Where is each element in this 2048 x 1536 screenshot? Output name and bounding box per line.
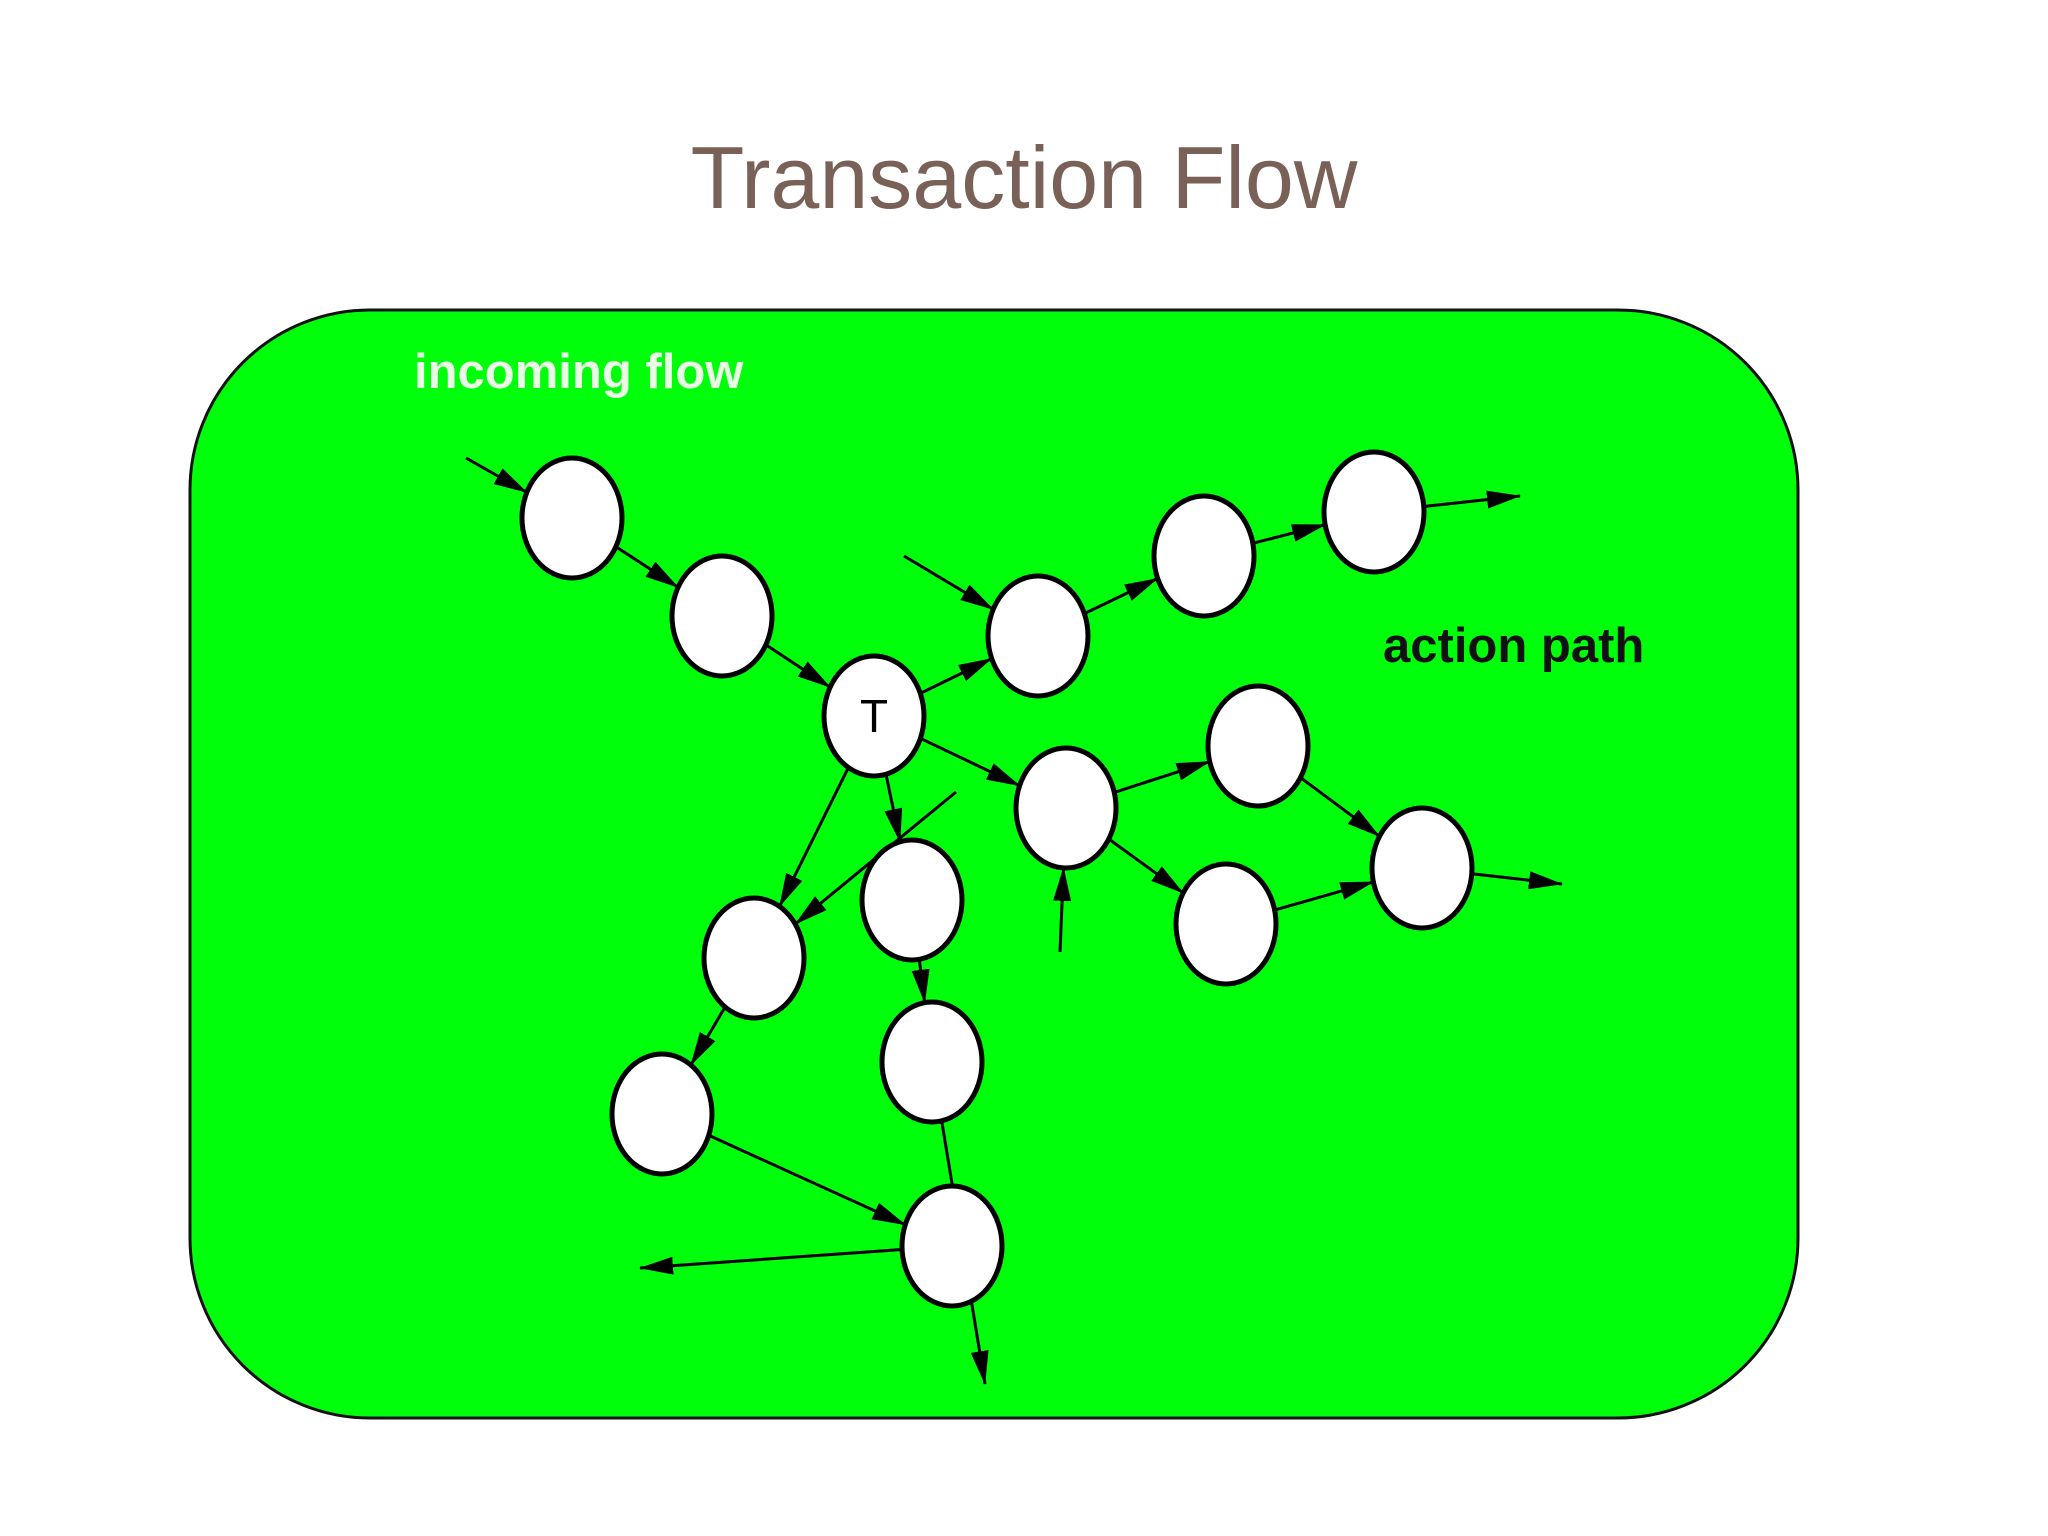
flow-arrow — [778, 766, 850, 908]
flow-node — [1205, 683, 1311, 809]
node-ellipse — [609, 1051, 715, 1177]
flow-arrow — [1274, 880, 1375, 912]
flow-arrow — [911, 959, 930, 1004]
flow-node — [1173, 861, 1279, 987]
node-ellipse — [701, 895, 807, 1021]
flow-node — [1369, 805, 1475, 931]
flow-arrow — [1252, 523, 1327, 545]
transaction-node: T — [821, 653, 927, 779]
flow-arrow — [1471, 871, 1563, 890]
flow-arrow — [689, 1006, 727, 1066]
node-ellipse — [821, 653, 927, 779]
flow-arrow — [1113, 760, 1211, 794]
flow-arrow — [903, 554, 995, 611]
flow-arrow — [1299, 776, 1381, 838]
flow-arrow — [919, 736, 1021, 788]
action-path-label: action path — [1383, 619, 1644, 673]
flow-node — [669, 553, 775, 679]
flow-node — [519, 455, 625, 581]
flow-container — [188, 308, 1800, 1420]
node-ellipse — [519, 455, 625, 581]
flow-node — [859, 837, 965, 963]
node-ellipse — [899, 1183, 1005, 1309]
flow-arrow — [919, 657, 993, 695]
flow-node — [1013, 745, 1119, 871]
node-ellipse — [1173, 861, 1279, 987]
flow-node — [899, 1183, 1005, 1309]
node-ellipse — [859, 837, 965, 963]
node-ellipse — [1321, 449, 1427, 575]
flow-node — [1151, 493, 1257, 619]
node-ellipse — [1369, 805, 1475, 931]
edge-layer — [465, 456, 1563, 1385]
flow-arrow — [615, 545, 679, 589]
flow-node — [985, 573, 1091, 699]
flow-node — [701, 895, 807, 1021]
flow-arrow — [1053, 866, 1072, 953]
flow-arrow — [1107, 837, 1185, 895]
flow-node — [1321, 449, 1427, 575]
node-label: T — [860, 690, 888, 742]
flow-node — [879, 999, 985, 1125]
flow-arrow — [764, 643, 832, 689]
node-ellipse — [879, 999, 985, 1125]
node-ellipse — [1013, 745, 1119, 871]
node-ellipse — [669, 553, 775, 679]
incoming-flow-label: incoming flow — [414, 345, 744, 399]
flow-arrow — [1423, 490, 1521, 509]
flow-arrow — [884, 773, 903, 843]
flow-arrow — [708, 1133, 907, 1227]
flow-node — [609, 1051, 715, 1177]
node-layer: T — [519, 449, 1475, 1309]
flow-arrow — [1083, 577, 1159, 615]
node-ellipse — [1205, 683, 1311, 809]
node-ellipse — [985, 573, 1091, 699]
flow-arrow — [465, 456, 528, 494]
node-ellipse — [1151, 493, 1257, 619]
diagram-title: Transaction Flow — [691, 128, 1358, 227]
flow-arrow — [639, 1248, 903, 1275]
